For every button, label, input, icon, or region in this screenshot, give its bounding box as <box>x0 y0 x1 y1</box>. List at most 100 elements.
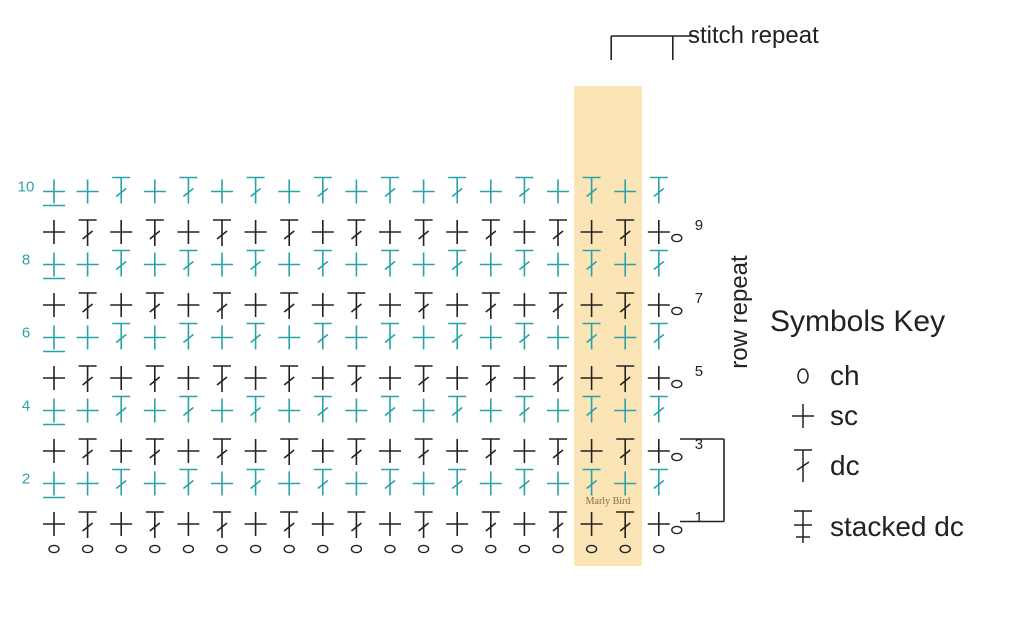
stacked-dc-icon <box>794 510 812 543</box>
dc-mark-slash <box>149 376 161 386</box>
dc-mark-slash <box>216 522 228 532</box>
watermark: Marly Bird <box>585 496 631 507</box>
row-label: 4 <box>22 398 30 415</box>
key-label-stacked-dc: stacked dc <box>830 511 964 542</box>
dc-icon <box>794 449 812 482</box>
dc-mark-slash <box>82 303 94 313</box>
dc-mark-slash <box>182 406 194 417</box>
row-label: 5 <box>695 363 703 380</box>
ch-mark <box>671 233 683 243</box>
ch-mark <box>384 544 396 554</box>
dc-mark-slash <box>317 333 329 344</box>
dc-mark-slash <box>518 260 530 271</box>
dc-mark-slash <box>451 187 463 198</box>
row-label: 10 <box>18 179 35 196</box>
dc-mark-slash <box>586 187 598 198</box>
ch-mark <box>115 544 127 554</box>
dc-mark-slash <box>485 449 497 459</box>
dc-mark-slash <box>82 230 94 240</box>
row-label: 3 <box>695 436 703 453</box>
dc-mark-slash <box>451 260 463 271</box>
key-item-ch: ch <box>788 356 860 396</box>
ch-mark <box>216 544 228 554</box>
dc-mark-slash <box>250 187 262 198</box>
dc-mark-slash <box>350 522 362 532</box>
dc-mark-slash <box>418 449 430 459</box>
dc-mark-slash <box>552 376 564 386</box>
dc-mark-slash <box>653 406 665 417</box>
dc-mark-slash <box>149 303 161 313</box>
dc-mark-slash <box>317 187 329 198</box>
dc-mark-slash <box>451 406 463 417</box>
row-label: 8 <box>22 252 30 269</box>
dc-mark-slash <box>485 522 497 532</box>
dc-mark-slash <box>216 303 228 313</box>
dc-mark-slash <box>283 303 295 313</box>
key-item-dc: dc <box>788 446 860 486</box>
dc-mark-slash <box>149 449 161 459</box>
dc-mark-slash <box>586 406 598 417</box>
sc-icon <box>792 404 814 428</box>
dc-mark-slash <box>182 187 194 198</box>
dc-mark-slash <box>653 260 665 271</box>
ch-mark <box>81 544 94 554</box>
ch-mark <box>671 452 683 462</box>
stitch-repeat-label: stitch repeat <box>688 22 819 49</box>
dc-mark-slash <box>653 479 665 490</box>
row-label: 1 <box>695 509 703 526</box>
dc-mark-slash <box>485 303 497 313</box>
ch-mark <box>671 306 683 316</box>
dc-mark-slash <box>586 260 598 271</box>
dc-mark-slash <box>283 376 295 386</box>
dc-mark-slash <box>586 479 598 490</box>
symbols-key-title: Symbols Key <box>770 305 946 338</box>
dc-mark-slash <box>653 187 665 198</box>
dc-mark-slash <box>283 449 295 459</box>
dc-mark-slash <box>485 376 497 386</box>
dc-mark-slash <box>518 479 530 490</box>
row-label: 6 <box>22 325 30 342</box>
ch-mark <box>417 544 430 554</box>
dc-mark-slash <box>418 230 430 240</box>
dc-mark-slash <box>216 230 228 240</box>
dc-mark-slash <box>283 230 295 240</box>
dc-mark-slash <box>250 479 262 490</box>
dc-mark-slash <box>283 522 295 532</box>
dc-mark-slash <box>216 449 228 459</box>
ch-icon <box>797 368 809 384</box>
ch-mark <box>653 544 665 554</box>
row-label: 2 <box>22 471 30 488</box>
dc-mark-slash <box>619 303 631 313</box>
dc-mark-slash <box>384 187 396 198</box>
dc-mark-slash <box>250 260 262 271</box>
key-label-ch: ch <box>830 360 860 391</box>
dc-mark-slash <box>619 522 631 532</box>
dc-mark-slash <box>384 333 396 344</box>
ch-mark <box>182 544 195 554</box>
key-item-stacked-dc: stacked dc <box>788 507 964 547</box>
ch-mark <box>671 525 683 535</box>
ch-mark <box>249 544 262 554</box>
ch-mark <box>149 544 161 554</box>
dc-mark-slash <box>182 333 194 344</box>
ch-mark <box>671 379 683 389</box>
dc-mark-slash <box>115 406 127 417</box>
dc-mark-slash <box>350 303 362 313</box>
dc-mark-slash <box>485 230 497 240</box>
dc-mark-slash <box>552 522 564 532</box>
dc-mark-slash <box>418 303 430 313</box>
ch-mark <box>350 544 363 554</box>
dc-mark-slash <box>350 230 362 240</box>
dc-mark-slash <box>418 376 430 386</box>
dc-mark-slash <box>182 260 194 271</box>
dc-mark-slash <box>418 522 430 532</box>
key-item-sc: sc <box>788 396 858 436</box>
dc-mark-slash <box>451 333 463 344</box>
dc-mark-slash <box>619 376 631 386</box>
dc-mark-slash <box>82 449 94 459</box>
ch-mark <box>317 544 329 554</box>
ch-mark <box>48 544 60 554</box>
dc-mark-slash <box>82 376 94 386</box>
key-label-sc: sc <box>830 400 858 431</box>
